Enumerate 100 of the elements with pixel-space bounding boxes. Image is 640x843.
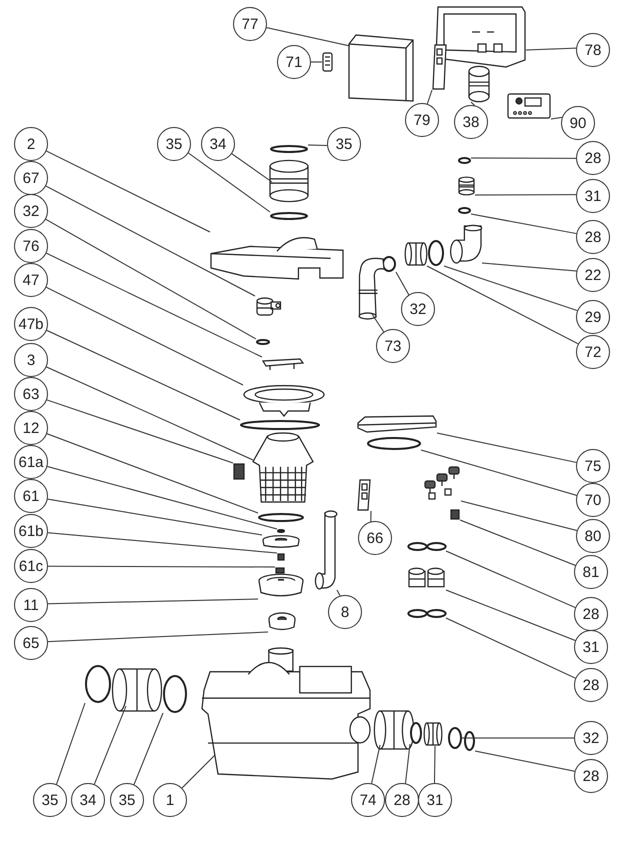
ring-drawing (85, 665, 111, 703)
control-panel-drawing (507, 93, 551, 119)
leader-line (526, 48, 577, 50)
small-part-drawing (277, 553, 285, 561)
callout-number: 61b (14, 514, 48, 548)
callout-number: 2 (14, 127, 48, 161)
callout-number: 35 (33, 783, 67, 817)
leader-line (474, 750, 576, 772)
callout-number: 28 (574, 597, 608, 631)
small-part-drawing (450, 509, 460, 520)
leader-line (446, 618, 576, 679)
ring-drawing (270, 212, 308, 220)
ring-drawing (163, 675, 187, 713)
sleeves-drawing (408, 568, 446, 590)
callout-number: 72 (576, 335, 610, 369)
sleeve-drawing (374, 710, 414, 750)
ring-drawing (428, 240, 444, 266)
callout-number: 80 (576, 519, 610, 553)
callout-number: 29 (576, 300, 610, 334)
callout-number: 74 (351, 783, 385, 817)
leader-line (482, 262, 577, 272)
cylinder-drawing (458, 177, 475, 195)
callout-number: 28 (576, 220, 610, 254)
leader-line (46, 466, 278, 530)
ring-drawing (367, 437, 421, 450)
callout-number: 61a (14, 445, 48, 479)
leader-line (56, 702, 86, 785)
plate-drawing (357, 415, 437, 433)
callout-number: 11 (14, 588, 48, 622)
leader-line (48, 566, 276, 568)
callout-number: 31 (576, 179, 610, 213)
callout-number: 38 (454, 105, 488, 139)
leader-line (182, 754, 216, 788)
callout-number: 8 (328, 595, 362, 629)
pipe-drawing (315, 510, 337, 590)
leader-line (45, 218, 256, 340)
callout-number: 79 (405, 103, 439, 137)
leader-line (426, 90, 432, 104)
callout-number: 61 (14, 479, 48, 513)
leader-line (436, 432, 577, 463)
callout-number: 73 (376, 329, 410, 363)
ring-drawing (458, 157, 471, 164)
cylinder-drawing (269, 160, 309, 202)
leader-line (46, 150, 210, 232)
sleeve-drawing (424, 722, 442, 746)
leader-line (231, 153, 272, 182)
sleeve-drawing (405, 242, 427, 266)
tank-drawing (200, 648, 372, 780)
cover-drawing (348, 34, 414, 102)
leader-line (474, 194, 577, 196)
leader-line (46, 433, 258, 514)
leader-line (47, 498, 262, 536)
ring-drawing (270, 145, 308, 153)
ring-drawing (410, 722, 422, 744)
leader-line (470, 214, 577, 234)
callout-number: 66 (358, 521, 392, 555)
leader-line (420, 450, 578, 496)
callout-number: 35 (110, 783, 144, 817)
leader-line (550, 116, 562, 120)
callout-number: 78 (576, 33, 610, 67)
leader-line (372, 314, 384, 332)
ring-drawing (277, 529, 285, 533)
leader-line (470, 102, 475, 106)
callout-number: 28 (574, 759, 608, 793)
leader-line (444, 266, 578, 312)
small-part-drawing (275, 567, 285, 574)
leader-line (47, 598, 258, 604)
callout-number: 35 (157, 127, 191, 161)
callout-number: 47b (14, 307, 48, 341)
callout-number: 47 (14, 263, 48, 297)
leader-line (446, 550, 576, 608)
callout-number: 3 (14, 343, 48, 377)
leader-line (46, 399, 234, 464)
ring-drawing (382, 256, 396, 272)
callout-number: 34 (71, 783, 105, 817)
callout-number: 34 (201, 127, 235, 161)
leader-line (47, 632, 268, 642)
callout-number: 76 (14, 229, 48, 263)
cylinder-drawing (468, 66, 490, 102)
callout-number: 32 (401, 292, 435, 326)
leader-line (188, 152, 270, 212)
leader-line (446, 590, 576, 641)
callout-number: 1 (153, 783, 187, 817)
leader-line (470, 158, 576, 159)
valve-drawing (255, 296, 281, 316)
callout-number: 12 (14, 411, 48, 445)
rings-drawing (408, 542, 446, 551)
callout-number: 71 (277, 45, 311, 79)
leader-line (46, 330, 240, 420)
callout-number: 22 (576, 258, 610, 292)
circuit-board-drawing (357, 479, 371, 511)
callout-number: 28 (385, 783, 419, 817)
disc-drawing (262, 535, 300, 549)
leader-line (336, 590, 341, 596)
callout-number: 32 (574, 721, 608, 755)
leader-line (396, 272, 410, 296)
callout-number: 31 (418, 783, 452, 817)
leader-line (94, 706, 126, 785)
leader-line (46, 366, 254, 460)
callout-number: 81 (574, 555, 608, 589)
